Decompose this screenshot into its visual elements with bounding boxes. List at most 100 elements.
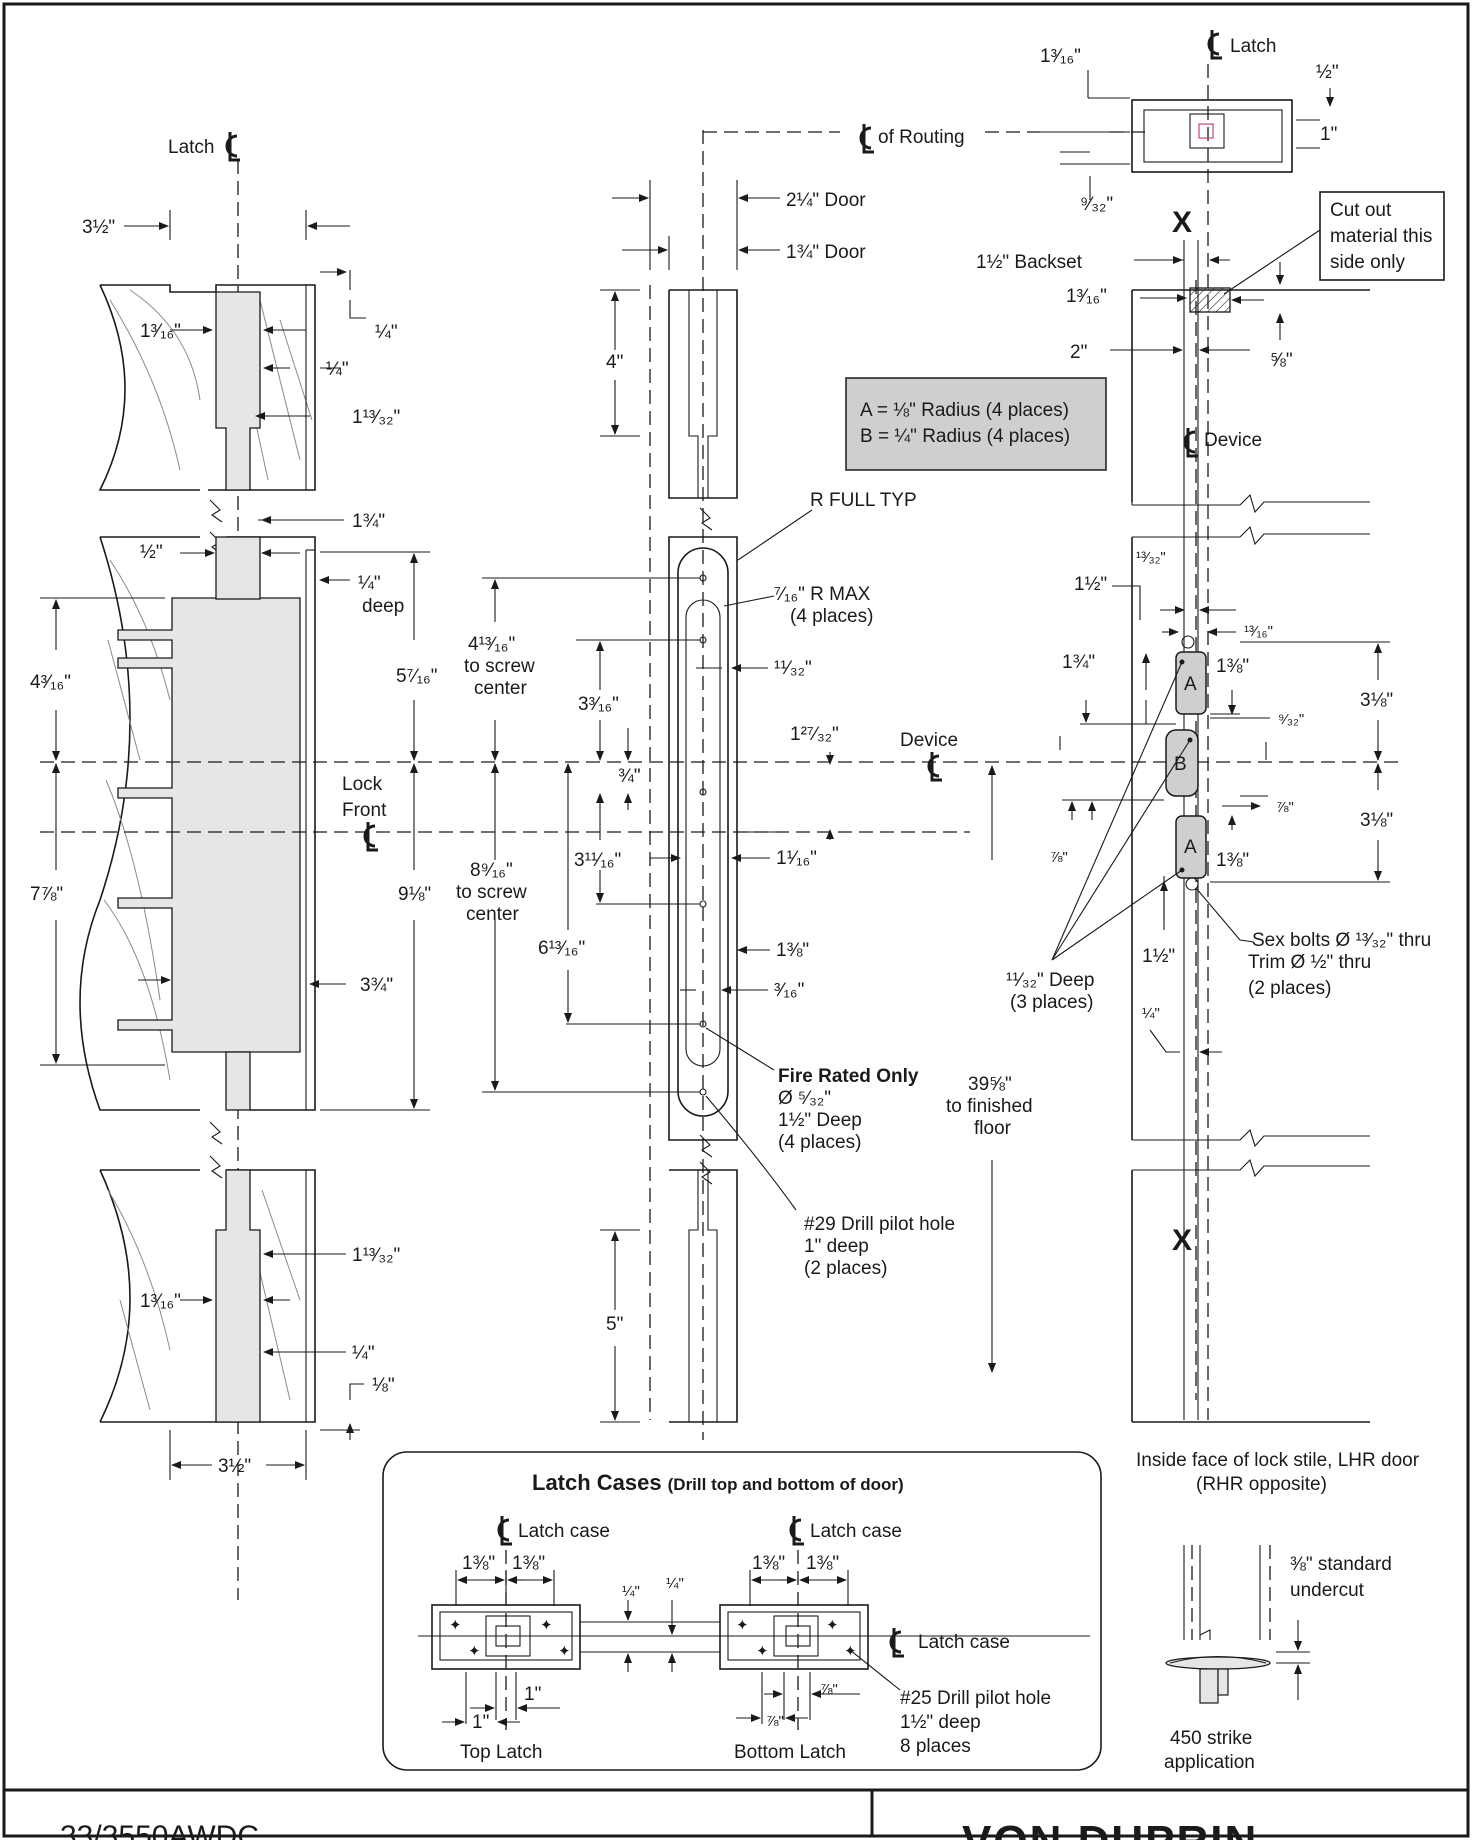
dim-1-8: ⅛" — [372, 1375, 395, 1396]
drill25-line-3: 8 places — [900, 1736, 971, 1757]
dim-1-13-32-b: 1¹³⁄₃₂" — [352, 1245, 400, 1266]
latch-cl-label: Latch — [168, 137, 214, 158]
fire-rated-dia: Ø ⁵⁄₃₂" — [778, 1088, 831, 1109]
dim-3-16: ³⁄₁₆" — [774, 980, 804, 1001]
svg-text:✦: ✦ — [844, 1643, 857, 1660]
dim-5-7-16: 5⁷⁄₁₆" — [396, 666, 437, 687]
drill29-line-3: (2 places) — [804, 1258, 887, 1279]
svg-text:✦: ✦ — [826, 1617, 839, 1634]
cutout-line-1: Cut out — [1330, 200, 1392, 221]
lc-dim-1-b: 1" — [472, 1712, 489, 1733]
to-screw-center-a: to screw — [464, 656, 535, 677]
lc-dim-1-4-b: ¼" — [666, 1575, 684, 1592]
dim-5: 5" — [606, 1314, 623, 1335]
drill25-line-1: #25 Drill pilot hole — [900, 1688, 1051, 1709]
undercut-line-2: undercut — [1290, 1580, 1365, 1601]
dim-right-1-2: ½" — [1316, 62, 1339, 83]
dim-1-4-a: ¼" — [375, 322, 398, 343]
svg-text:✦: ✦ — [736, 1617, 749, 1634]
dim-right-13-32: ¹³⁄₃₂" — [1136, 549, 1166, 566]
lc-dim-7-8-a: ⅞" — [820, 1681, 838, 1698]
dim-right-1: 1" — [1320, 124, 1337, 145]
dim-3-11-16: 3¹¹⁄₁₆" — [574, 850, 621, 871]
right-face-view: Latch 1³⁄₁₆" ½" 1" ⁹⁄₃₂" X Cut out mater… — [976, 28, 1445, 1495]
dim-1-4-c: ¼" — [352, 1343, 375, 1364]
lc-dim-1-3-8-a: 1⅜" — [462, 1553, 495, 1574]
svg-text:✦: ✦ — [468, 1643, 481, 1660]
radius-legend: A = ⅛" Radius (4 places) B = ¼" Radius (… — [845, 377, 1107, 471]
dim-3-3-16: 3³⁄₁₆" — [578, 694, 619, 715]
lc-dim-1-3-8-b: 1⅜" — [512, 1553, 545, 1574]
dim-right-1-3-8-b: 1⅜" — [1216, 850, 1249, 871]
drill25-line-2: 1½" deep — [900, 1712, 981, 1733]
r-max-label: ⁷⁄₁₆" R MAX — [774, 584, 871, 605]
sex-bolts-line-3: (2 places) — [1248, 978, 1331, 999]
cl-routing-label: of Routing — [878, 127, 965, 148]
left-stile-view: Latch 3½" 1³⁄₁₆" ¼" ¼" 1¹³⁄₃₂" 1¾" — [30, 130, 1400, 1600]
sex-bolts-line-1: Sex bolts Ø ¹³⁄₃₂" thru — [1252, 930, 1431, 951]
dim-right-2: 2" — [1070, 342, 1087, 363]
middle-routing-view: of Routing 2¼" Door 1¾" Door 4" — [456, 122, 1150, 1440]
face-caption-1: Inside face of lock stile, LHR door — [1136, 1450, 1420, 1471]
legend-line-b: B = ¼" Radius (4 places) — [860, 426, 1070, 447]
dim-4-13-16: 4¹³⁄₁₆" — [468, 634, 515, 655]
dim-right-9-32: ⁹⁄₃₂" — [1080, 194, 1113, 215]
lock-front-label-1: Lock — [342, 774, 383, 795]
bottom-latch-label: Bottom Latch — [734, 1742, 846, 1763]
lc-dim-1-4-a: ¼" — [622, 1583, 640, 1600]
svg-text:✦: ✦ — [449, 1617, 462, 1634]
dim-7-7-8: 7⅞" — [30, 884, 63, 905]
drill29-line-1: #29 Drill pilot hole — [804, 1214, 955, 1235]
top-latch-label: Top Latch — [460, 1742, 542, 1763]
plate-a-top: A — [1184, 674, 1197, 695]
plate-a-bottom: A — [1184, 837, 1197, 858]
dim-right-7-8-a: ⅞" — [1276, 799, 1294, 816]
fire-rated-deep: 1½" Deep — [778, 1110, 862, 1131]
lc-dim-1-3-8-c: 1⅜" — [752, 1553, 785, 1574]
latch-cl-label-right: Latch — [1230, 36, 1276, 57]
deep-3-places-line-2: (3 places) — [1010, 992, 1093, 1013]
svg-text:✦: ✦ — [558, 1643, 571, 1660]
dim-1-3-16-b: 1³⁄₁₆" — [140, 1291, 181, 1312]
dim-right-1-1-2: 1½" — [1074, 574, 1107, 595]
dim-8-9-16: 8⁹⁄₁₆" — [470, 860, 513, 881]
sex-bolts-line-2: Trim Ø ½" thru — [1248, 952, 1371, 973]
dim-2-1-4-door: 2¼" Door — [786, 190, 866, 211]
dim-11-32: ¹¹⁄₃₂" — [774, 658, 812, 679]
dim-1-4-deep: ¼" — [358, 573, 381, 594]
dim-right-5-8: ⅝" — [1270, 350, 1293, 371]
floor-label: floor — [974, 1118, 1012, 1139]
section-x-bottom: X — [1172, 1224, 1192, 1257]
dim-4-3-16: 4³⁄₁₆" — [30, 672, 71, 693]
dim-right-13-16: ¹³⁄₁₆" — [1244, 623, 1273, 640]
dim-39-5-8: 39⅝" — [968, 1074, 1012, 1095]
dim-right-9-32-b: ⁹⁄₃₂" — [1278, 711, 1304, 728]
strike-app-line-2: application — [1164, 1752, 1255, 1773]
drill29-line-2: 1" deep — [804, 1236, 869, 1257]
dim-1-2: ½" — [140, 542, 163, 563]
dim-3-5-bottom: 3½" — [218, 1456, 251, 1477]
cl-latch-case-b: Latch case — [810, 1521, 902, 1542]
strike-app-line-1: 450 strike — [1170, 1728, 1252, 1749]
dim-1-3-8: 1⅜" — [776, 940, 809, 961]
lc-dim-1-a: 1" — [524, 1684, 541, 1705]
device-cl-label-right: Device — [1204, 430, 1262, 451]
dim-right-1-1-2-b: 1½" — [1142, 946, 1175, 967]
plate-b: B — [1174, 754, 1187, 775]
to-screw-center-b: to screw — [456, 882, 527, 903]
dim-4: 4" — [606, 352, 623, 373]
dim-9-1-8: 9⅛" — [398, 884, 431, 905]
dim-6-13-16: 6¹³⁄₁₆" — [538, 938, 585, 959]
dim-right-3-1-8-b: 3⅛" — [1360, 810, 1393, 831]
section-x-top: X — [1172, 206, 1192, 239]
latch-cases-title: Latch Cases(Drill top and bottom of door… — [532, 1470, 904, 1495]
dim-3-4: ¾" — [618, 766, 641, 787]
dim-right-1-4: ¼" — [1142, 1005, 1160, 1022]
cutout-line-2: material this — [1330, 226, 1432, 247]
lc-dim-7-8-b: ⅞" — [766, 1713, 784, 1730]
dim-right-1-3-16-b: 1³⁄₁₆" — [1066, 286, 1107, 307]
dim-3-5-top: 3½" — [82, 217, 115, 238]
dim-1-3-4-door: 1¾" Door — [786, 242, 866, 263]
